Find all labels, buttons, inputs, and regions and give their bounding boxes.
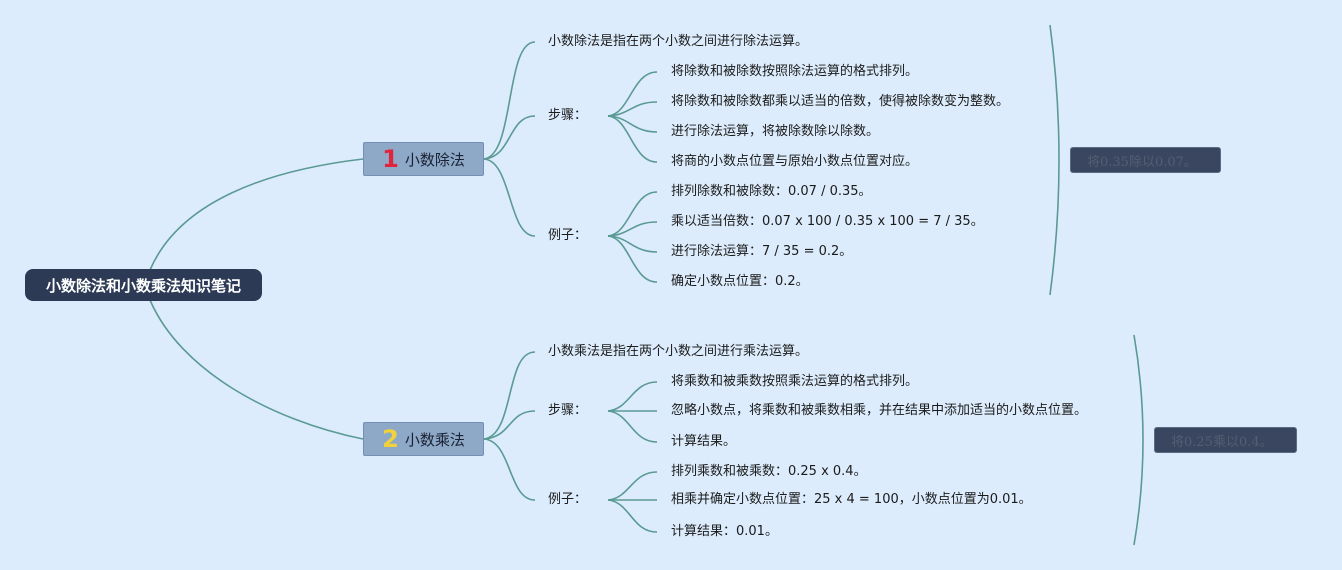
summary-node[interactable]: 将0.25乘以0.4。 <box>1154 427 1297 453</box>
steps-node[interactable]: 步骤： <box>548 403 588 418</box>
number-badge-icon: 1 <box>382 145 399 173</box>
link-topic1-examples <box>483 158 536 237</box>
link-steps2-3 <box>607 410 658 443</box>
step-node[interactable]: 忽略小数点，将乘数和被乘数相乘，并在结果中添加适当的小数点位置。 <box>671 403 1088 418</box>
step-node[interactable]: 计算结果。 <box>671 434 737 449</box>
link-examples2-3 <box>607 499 658 533</box>
link-steps2-1 <box>607 381 658 412</box>
link-topic2-definition <box>483 351 536 440</box>
link-examples2-1 <box>607 471 658 501</box>
definition-node[interactable]: 小数除法是指在两个小数之间进行除法运算。 <box>548 34 809 49</box>
link-steps1-4 <box>607 115 658 163</box>
link-root-topic2 <box>149 299 364 440</box>
step-node[interactable]: 将除数和被除数都乘以适当的倍数，使得被除数变为整数。 <box>671 94 1010 109</box>
link-examples1-2 <box>607 221 658 237</box>
example-node[interactable]: 排列乘数和被乘数：0.25 x 0.4。 <box>671 464 867 479</box>
link-steps1-2 <box>607 101 658 117</box>
example-node[interactable]: 乘以适当倍数：0.07 x 100 / 0.35 x 100 = 7 / 35。 <box>671 214 984 229</box>
step-node[interactable]: 将商的小数点位置与原始小数点位置对应。 <box>671 154 919 169</box>
example-node[interactable]: 确定小数点位置：0.2。 <box>671 274 809 289</box>
topic-node-division[interactable]: 1 小数除法 <box>363 142 484 176</box>
link-topic2-examples <box>483 438 536 501</box>
link-examples1-4 <box>607 235 658 283</box>
step-node[interactable]: 进行除法运算，将被除数除以除数。 <box>671 124 880 139</box>
summary-brace-1 <box>1049 24 1060 296</box>
examples-node[interactable]: 例子： <box>548 228 588 243</box>
link-topic1-steps <box>483 115 536 160</box>
root-label: 小数除法和小数乘法知识笔记 <box>45 276 241 295</box>
step-node[interactable]: 将除数和被除数按照除法运算的格式排列。 <box>671 64 919 79</box>
topic-label: 小数除法 <box>404 150 465 169</box>
summary-node[interactable]: 将0.35除以0.07。 <box>1070 147 1221 173</box>
example-node[interactable]: 排列除数和被除数：0.07 / 0.35。 <box>671 184 872 199</box>
example-node[interactable]: 计算结果：0.01。 <box>671 524 778 539</box>
definition-node[interactable]: 小数乘法是指在两个小数之间进行乘法运算。 <box>548 344 809 359</box>
link-topic2-steps <box>483 410 536 440</box>
example-node[interactable]: 相乘并确定小数点位置：25 x 4 = 100，小数点位置为0.01。 <box>671 492 1032 507</box>
link-examples1-1 <box>607 191 658 237</box>
topic-node-multiplication[interactable]: 2 小数乘法 <box>363 422 484 456</box>
topic-label: 小数乘法 <box>404 430 465 449</box>
summary-brace-2 <box>1133 334 1144 546</box>
summary-label: 将0.35除以0.07。 <box>1087 154 1197 170</box>
link-topic1-definition <box>483 41 536 160</box>
link-root-topic1 <box>149 158 364 271</box>
summary-label: 将0.25乘以0.4。 <box>1171 434 1273 450</box>
examples-node[interactable]: 例子： <box>548 492 588 507</box>
link-steps1-1 <box>607 71 658 117</box>
root-node[interactable]: 小数除法和小数乘法知识笔记 <box>25 269 262 301</box>
example-node[interactable]: 进行除法运算：7 / 35 = 0.2。 <box>671 244 853 259</box>
step-node[interactable]: 将乘数和被乘数按照乘法运算的格式排列。 <box>671 374 919 389</box>
steps-node[interactable]: 步骤： <box>548 108 588 123</box>
number-badge-icon: 2 <box>382 425 399 453</box>
